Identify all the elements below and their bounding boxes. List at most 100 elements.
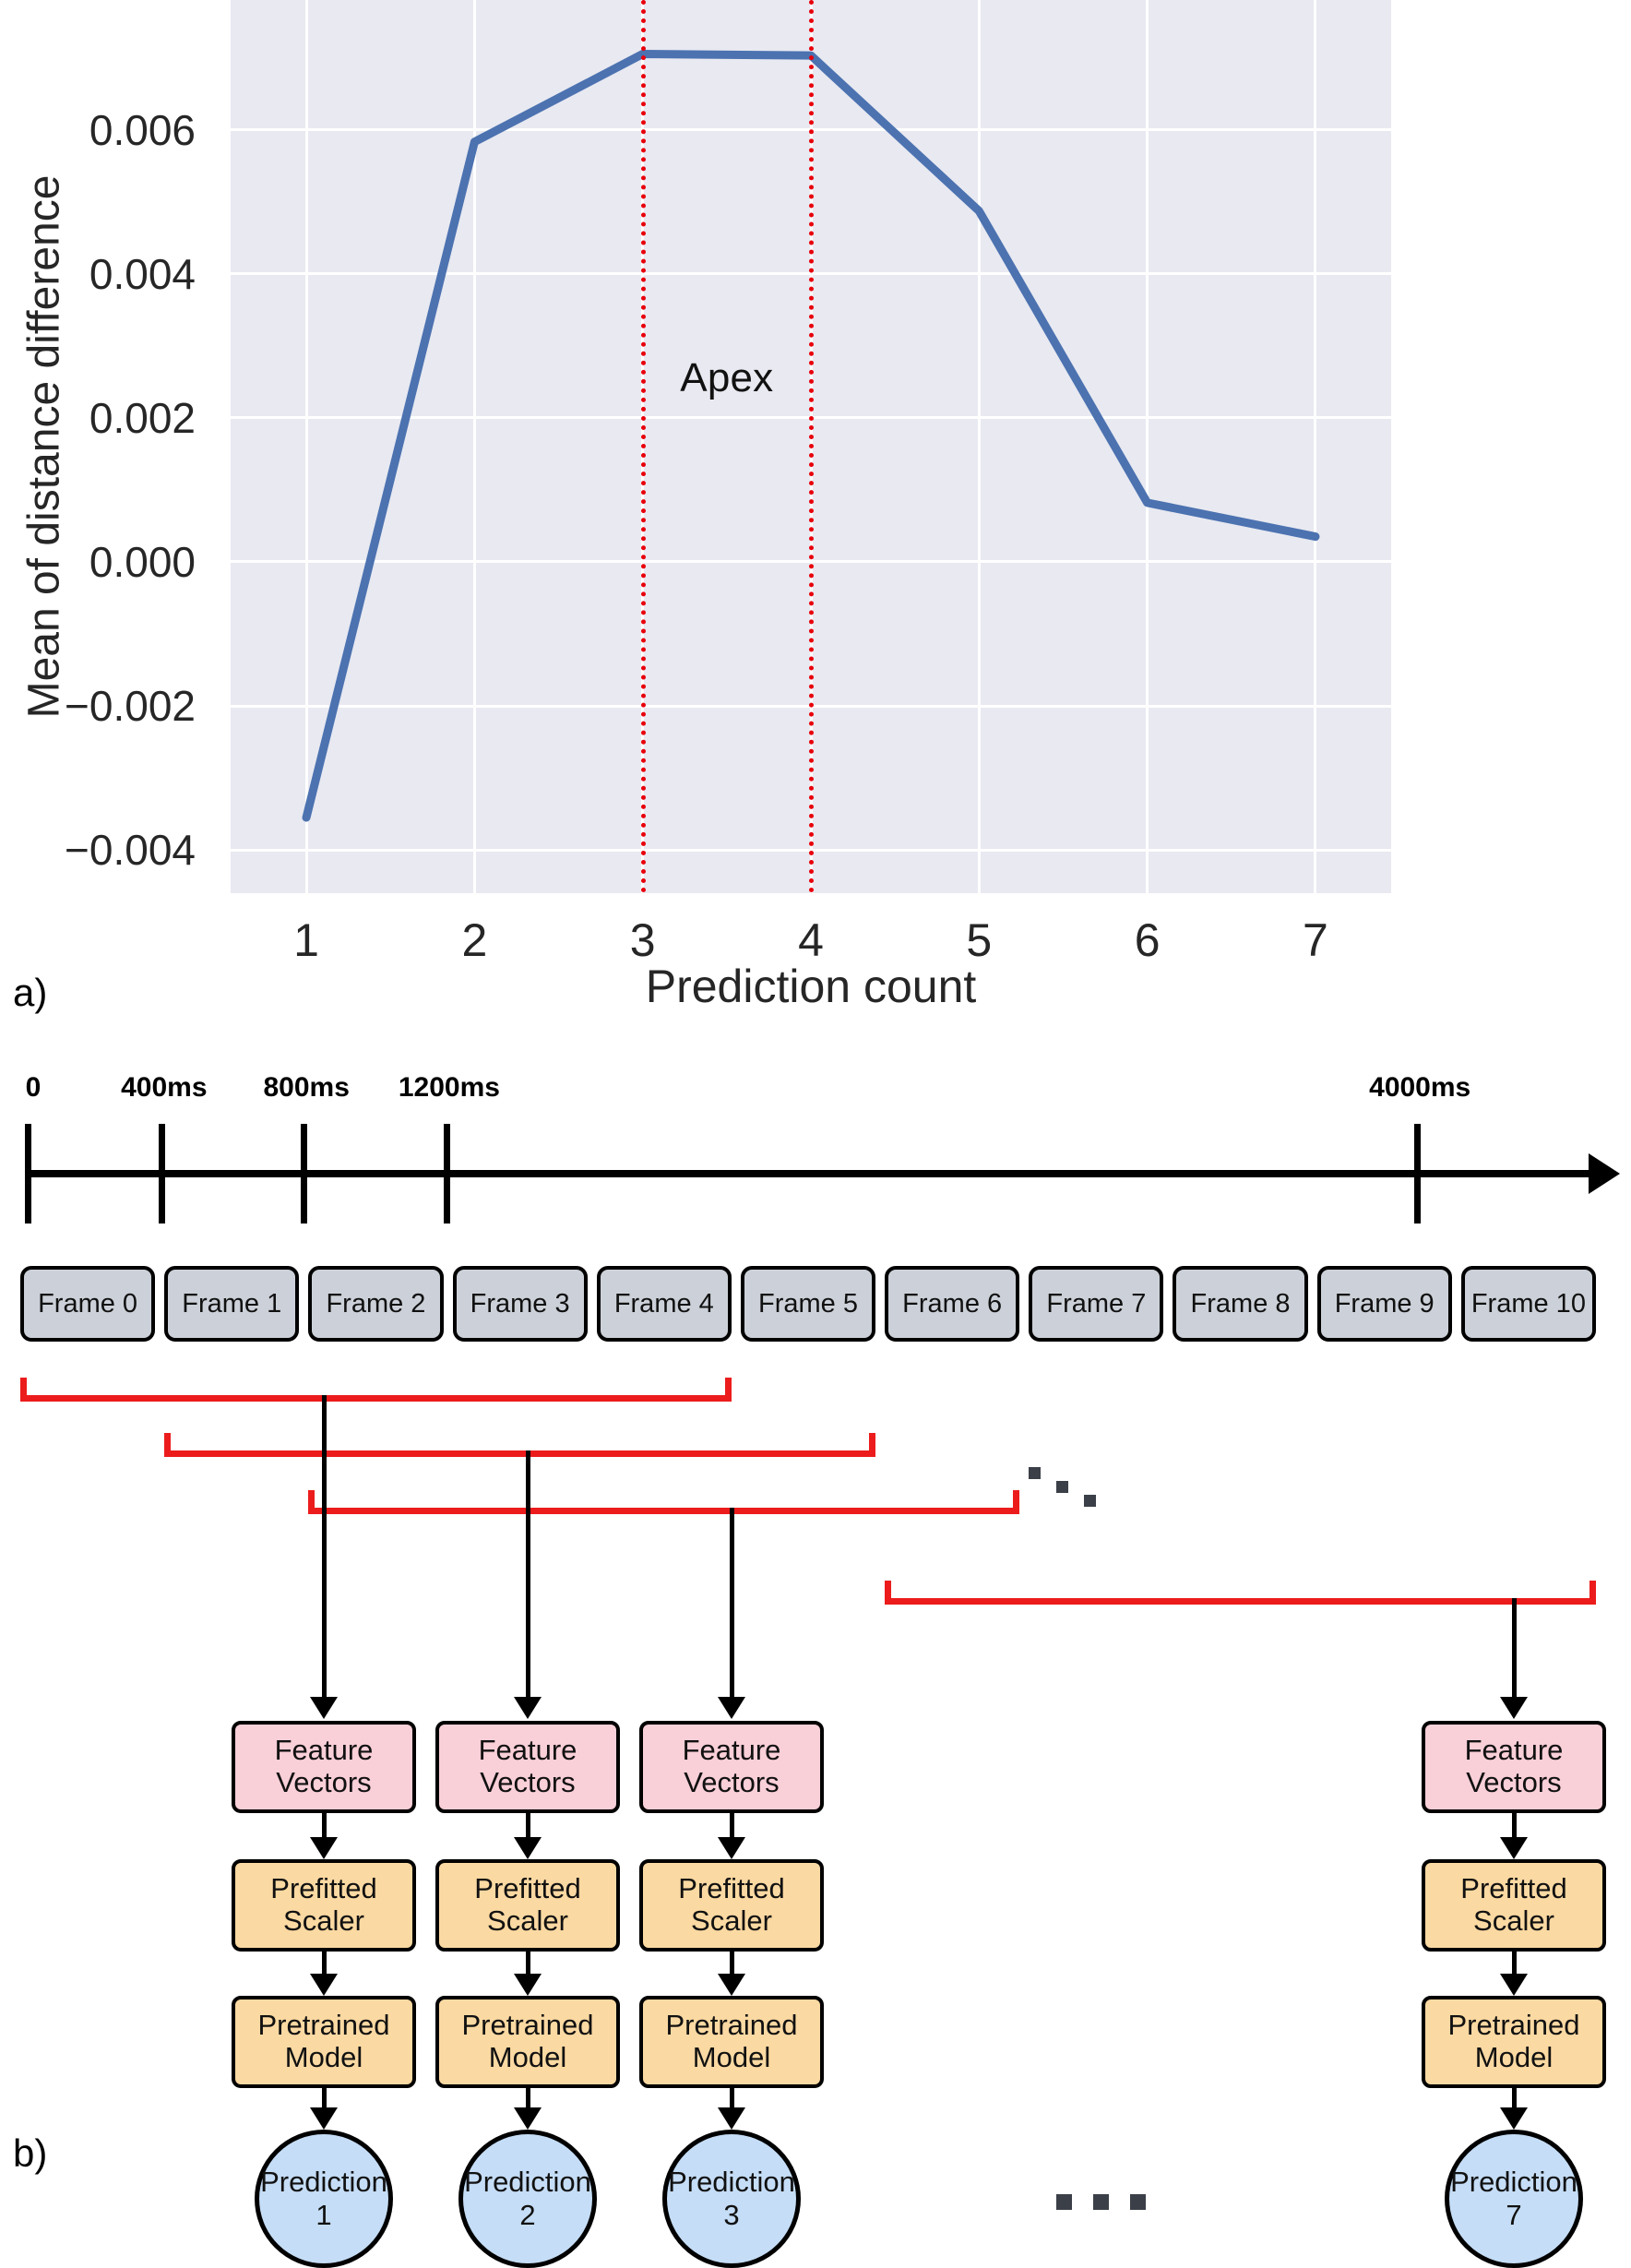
- connector-line: [525, 1952, 530, 1976]
- x-axis-tick-label: 3: [629, 914, 656, 966]
- timeline-tick: [301, 1124, 308, 1224]
- y-axis-tick-label: 0.006: [89, 105, 196, 154]
- apex-boundary-line: [640, 0, 646, 893]
- y-axis-tick-label: 0.000: [89, 537, 196, 586]
- connector-line: [321, 1952, 327, 1976]
- arrowhead-icon: [718, 1837, 745, 1859]
- arrowhead-icon: [310, 2107, 338, 2130]
- ellipsis-dot: [1056, 2194, 1072, 2210]
- apex-annotation: Apex: [680, 354, 774, 400]
- arrowhead-icon: [1500, 1837, 1528, 1859]
- bracket-window-7: [885, 1578, 1596, 1606]
- connector-line: [1511, 2088, 1517, 2109]
- frame-box[interactable]: Frame 5: [740, 1266, 876, 1342]
- y-axis-tick-label: −0.002: [65, 682, 196, 731]
- bracket-window-3: [308, 1487, 1020, 1515]
- panel-label-a: a): [13, 971, 48, 1014]
- connector-line: [321, 1395, 327, 1697]
- timeline-tick: [25, 1124, 31, 1224]
- frame-box[interactable]: Frame 6: [885, 1266, 1020, 1342]
- chart-figure: Mean of distance difference Prediction c…: [0, 0, 1411, 1024]
- y-axis-tick-label: 0.004: [89, 249, 196, 298]
- arrowhead-icon: [514, 1837, 542, 1859]
- connector-line: [525, 2088, 530, 2109]
- frame-box[interactable]: Frame 3: [452, 1266, 588, 1342]
- x-axis-title: Prediction count: [645, 961, 977, 1012]
- gridline-vertical: [1146, 0, 1149, 893]
- frame-box[interactable]: Frame 4: [596, 1266, 732, 1342]
- timeline-tick: [158, 1124, 165, 1224]
- panel-a-chart: Mean of distance difference Prediction c…: [0, 0, 1631, 1024]
- ellipsis-dot: [1056, 1481, 1068, 1493]
- x-axis-tick-label: 1: [293, 914, 319, 966]
- timeline-tick-label: 400ms: [121, 1072, 208, 1103]
- connector-line: [729, 1508, 734, 1697]
- connector-line: [1511, 1813, 1517, 1839]
- arrowhead-icon: [514, 1697, 542, 1719]
- frame-box[interactable]: Frame 8: [1173, 1266, 1308, 1342]
- x-axis-tick-label: 5: [966, 914, 993, 966]
- apex-boundary-line: [809, 0, 814, 893]
- connector-line: [525, 1450, 530, 1697]
- x-axis-tick-label: 7: [1303, 914, 1328, 966]
- arrowhead-icon: [310, 1837, 338, 1859]
- gridline-vertical: [304, 0, 308, 893]
- arrowhead-icon: [718, 2107, 745, 2130]
- frame-box[interactable]: Frame 10: [1460, 1266, 1596, 1342]
- connector-line: [729, 1952, 734, 1976]
- connector-line: [525, 1813, 530, 1839]
- ellipsis-dot: [1029, 1467, 1041, 1479]
- x-axis-tick-label: 2: [461, 914, 488, 966]
- arrowhead-icon: [514, 2107, 542, 2130]
- timeline-tick-label: 0: [25, 1072, 42, 1103]
- frame-box[interactable]: Frame 9: [1316, 1266, 1452, 1342]
- timeline-tick-label: 1200ms: [398, 1072, 500, 1103]
- gridline-vertical: [472, 0, 476, 893]
- frame-box[interactable]: Frame 2: [308, 1266, 444, 1342]
- frame-box[interactable]: Frame 7: [1029, 1266, 1164, 1342]
- arrowhead-icon: [514, 1974, 542, 1996]
- frame-box[interactable]: Frame 1: [164, 1266, 300, 1342]
- ellipsis-dot: [1084, 1495, 1096, 1507]
- timeline-tick: [443, 1124, 450, 1224]
- bracket-window-1: [20, 1375, 732, 1403]
- arrowhead-icon: [1500, 2107, 1528, 2130]
- frame-box[interactable]: Frame 0: [20, 1266, 156, 1342]
- connector-line: [1511, 1598, 1517, 1697]
- bracket-window-2: [164, 1430, 876, 1458]
- y-axis-tick-label: −0.004: [65, 826, 196, 875]
- connector-line: [729, 2088, 734, 2109]
- gridline-vertical: [1314, 0, 1317, 893]
- arrowhead-icon: [718, 1974, 745, 1996]
